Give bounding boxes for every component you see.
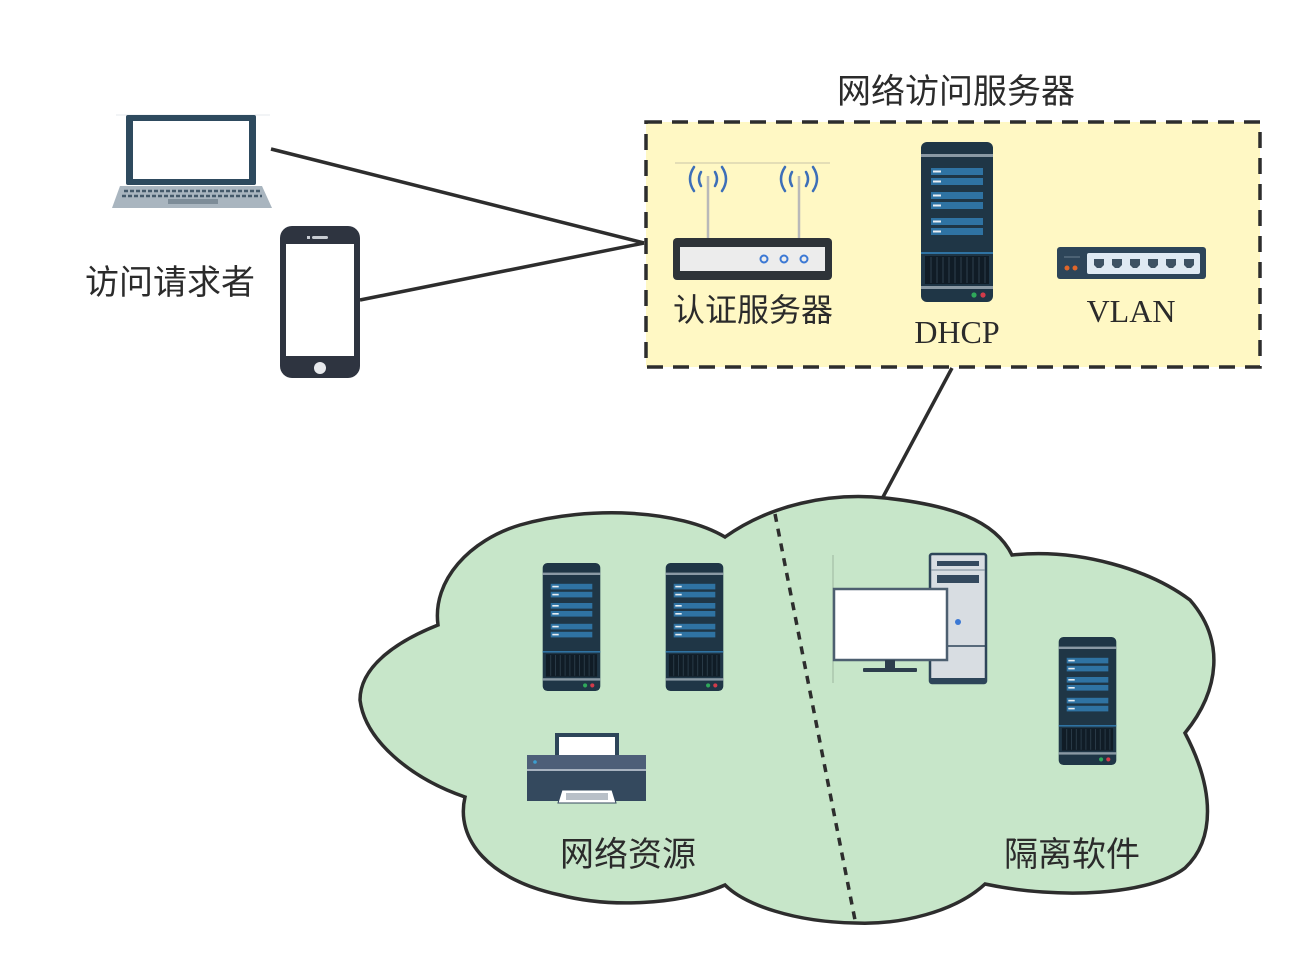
server-tower-icon (542, 563, 601, 691)
printer-icon (527, 733, 646, 804)
network-switch-icon (1057, 247, 1206, 279)
quarantine-software-zone: 隔离软件 (832, 552, 1140, 875)
smartphone-icon (280, 226, 360, 378)
server-tower-icon (1058, 637, 1117, 765)
quarantine-software-label: 隔离软件 (1004, 835, 1140, 875)
network-resources-label: 网络资源 (560, 835, 696, 875)
requester-label: 访问请求者 (85, 263, 255, 303)
network-resources-zone: 网络资源 (527, 563, 724, 875)
laptop-to-nas-line (270, 147, 645, 245)
phone-to-nas-line (359, 241, 645, 302)
auth-server-label: 认证服务器 (673, 291, 833, 329)
nas-title: 网络访问服务器 (837, 72, 1075, 112)
dhcp-label: DHCP (914, 314, 999, 350)
desktop-computer-icon (832, 552, 988, 685)
nas-to-cloud-line (881, 367, 954, 498)
dhcp-server-icon (921, 142, 993, 302)
wireless-router-icon (673, 162, 832, 280)
vlan-label: VLAN (1087, 293, 1176, 329)
laptop-icon (112, 114, 272, 208)
server-tower-icon (665, 563, 724, 691)
